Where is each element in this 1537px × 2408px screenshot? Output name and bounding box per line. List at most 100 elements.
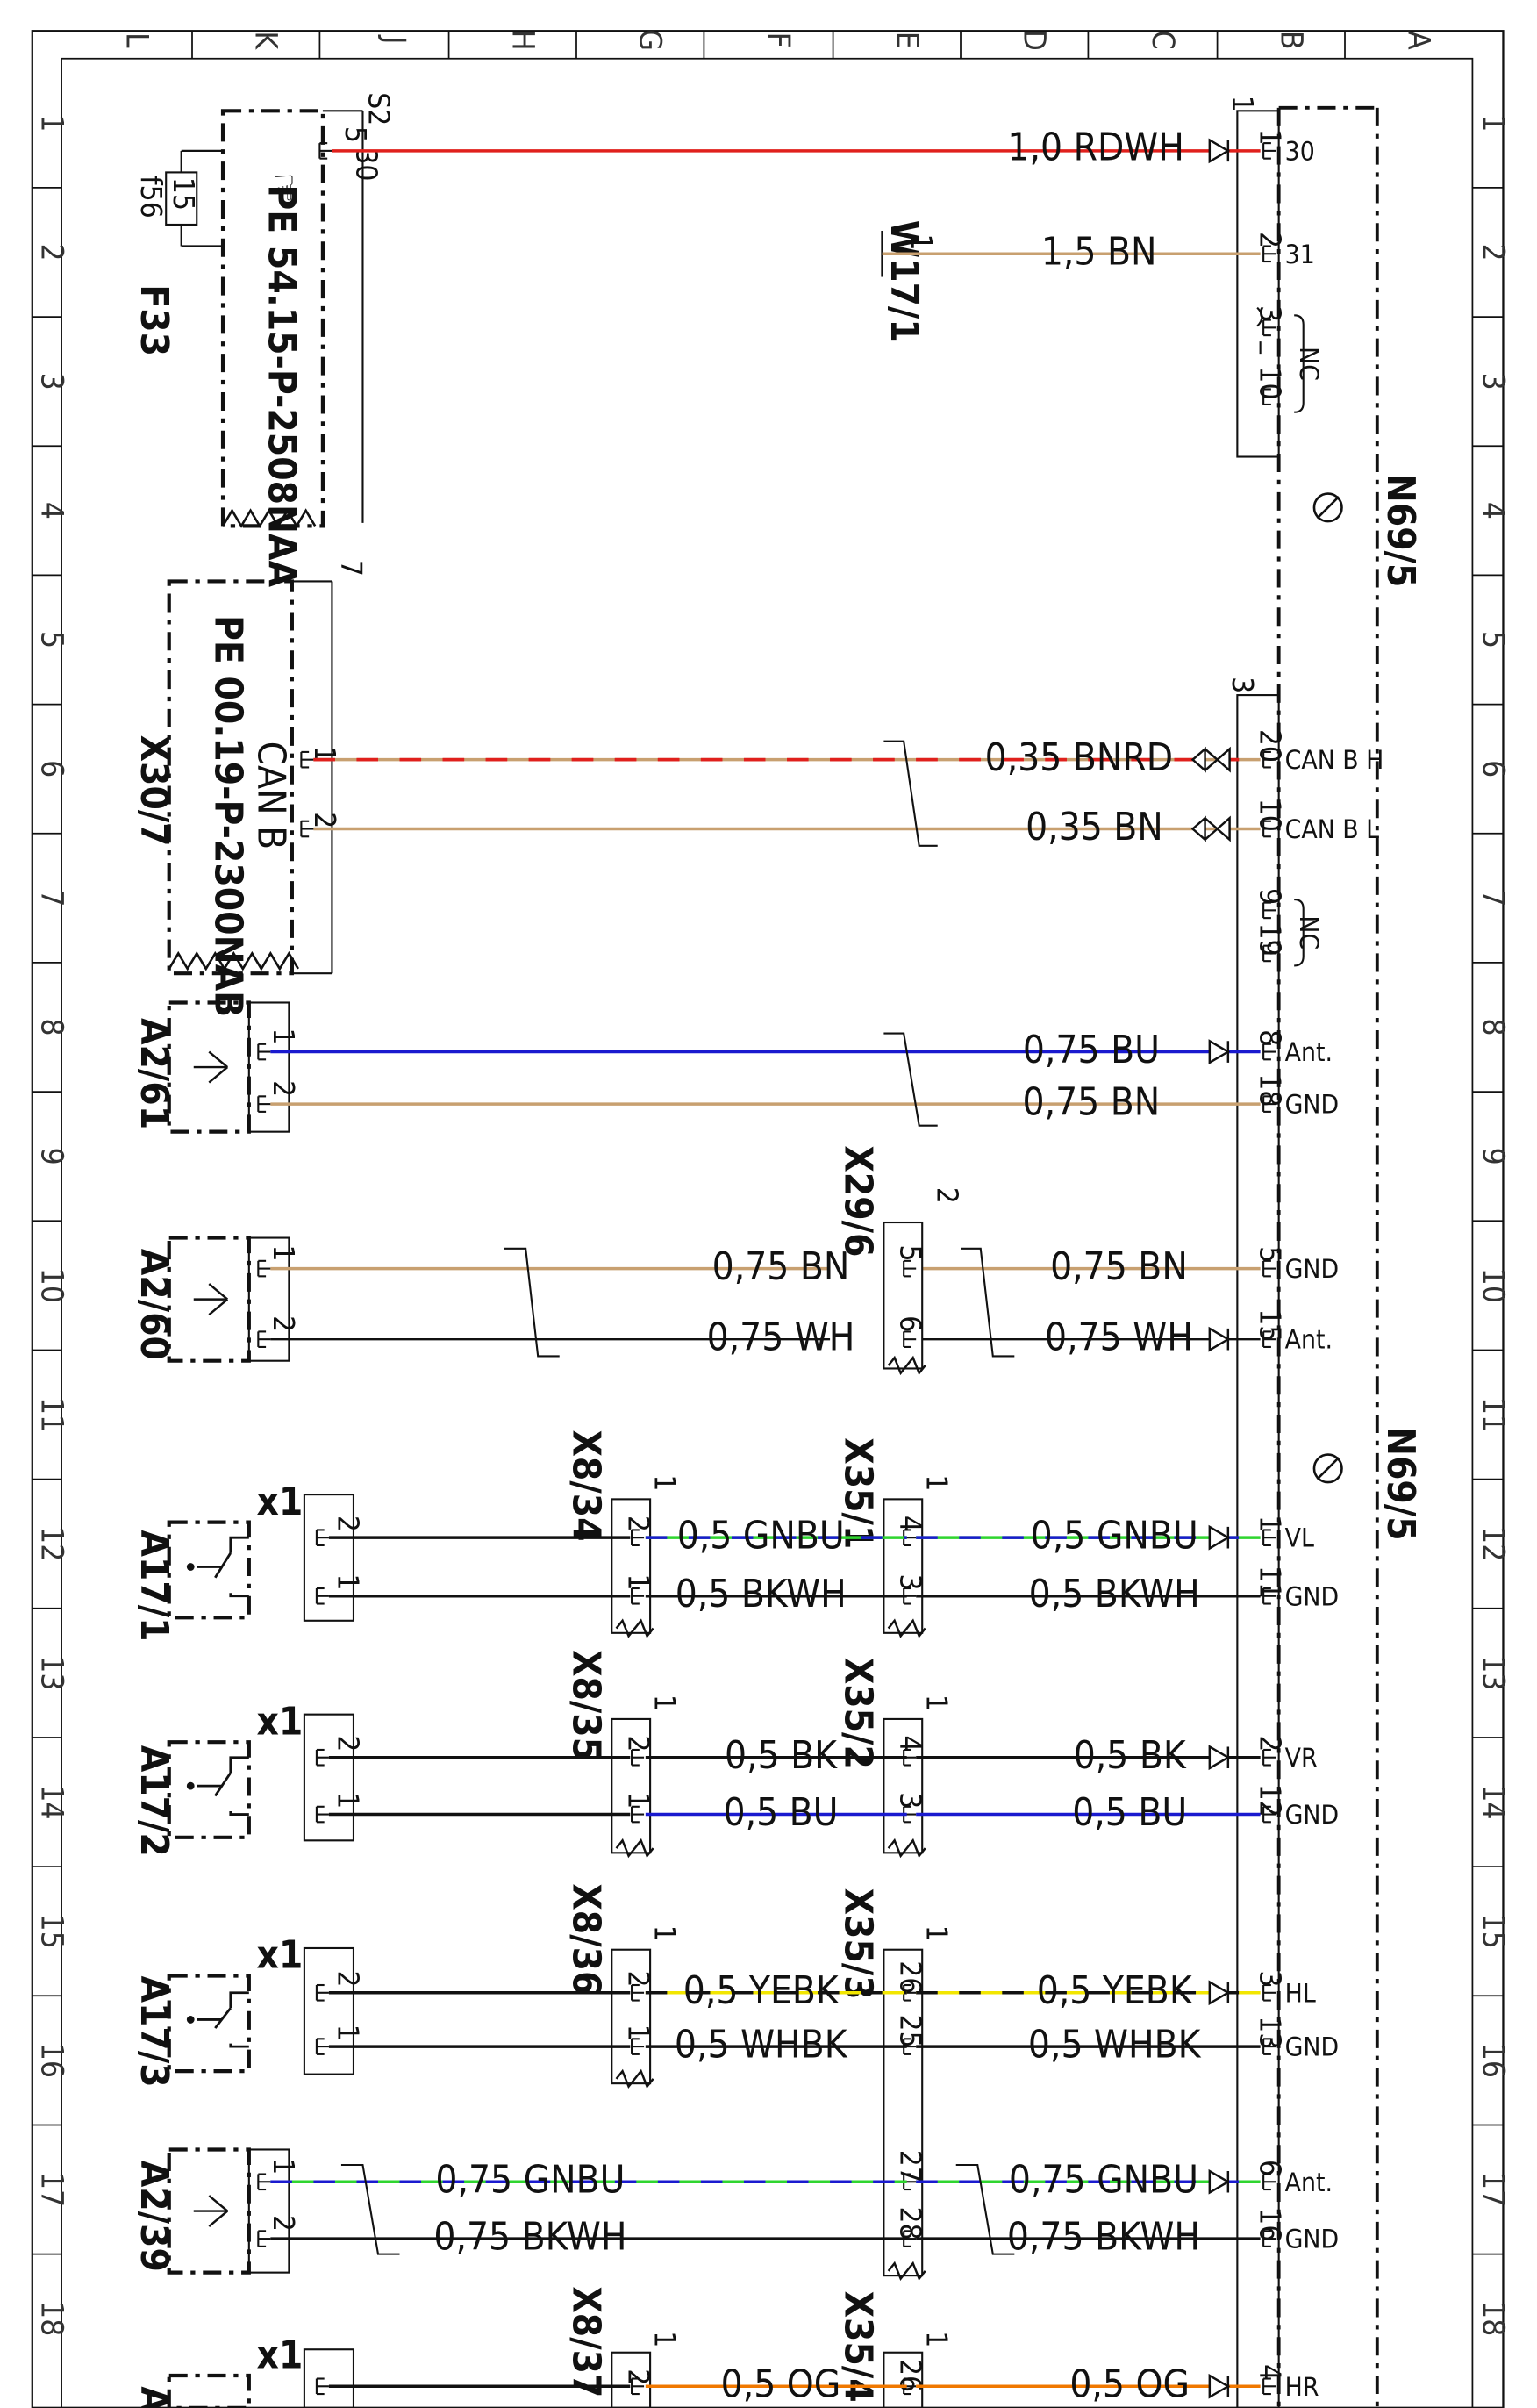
component-label-n69-5: N69/5	[1378, 474, 1423, 588]
n69-signal-name: VR	[1285, 1743, 1318, 1774]
n69-pin-number: 8	[1254, 1029, 1288, 1046]
jumper-icon	[1256, 306, 1263, 355]
column-label: C	[1145, 31, 1181, 50]
n69-pin-number: 2	[1254, 232, 1288, 248]
row-label-left: 17	[33, 2172, 69, 2207]
wire-label: 0,75 WH	[1045, 1315, 1193, 1359]
x1-label: x1	[256, 1933, 303, 1978]
row-label-left: 15	[33, 1914, 69, 1949]
row-label-right: 4	[1476, 502, 1512, 520]
pin-number: 1	[331, 2025, 365, 2041]
s2-label: S2	[361, 92, 396, 125]
twisted-pair-symbol	[883, 1032, 938, 1127]
pin-number: 1	[622, 2025, 656, 2041]
bus-arrow-icon	[1208, 2168, 1231, 2195]
row-label-right: 16	[1476, 2043, 1512, 2078]
row-label-left: 16	[33, 2043, 69, 2078]
twisted-pair-symbol	[883, 740, 938, 847]
row-label-right: 14	[1476, 1784, 1512, 1819]
component-label-switch: A17/3	[132, 1976, 176, 2088]
wire-label: 0,5 BU	[724, 1790, 839, 1835]
pin-number: 2	[267, 1080, 301, 1097]
row-label-left: 18	[33, 2301, 69, 2336]
switch-icon	[186, 2016, 195, 2024]
n69-pin-number: 13	[1254, 2016, 1288, 2049]
component-label-w17-1: W17/1	[882, 220, 926, 343]
satellite-receiver-icon	[1316, 496, 1340, 520]
connector-number: 1	[1226, 96, 1260, 112]
wire-label: 0,75 BKWH	[433, 2214, 626, 2259]
n69-pin-number: 9	[1254, 888, 1288, 905]
column-label: F	[761, 32, 797, 48]
bus-arrow-icon	[1190, 746, 1231, 773]
n69-pin-number: 16	[1254, 2208, 1288, 2241]
row-label-left: 9	[33, 1148, 69, 1165]
break-line	[615, 1838, 654, 1859]
wire-label: 0,5 YEBK	[683, 1968, 840, 2013]
row-label-right: 13	[1476, 1655, 1512, 1690]
pin-number: 5	[894, 1245, 928, 1262]
n69-pin-number: 4	[1254, 2364, 1288, 2381]
wire-label: 0,5 OG	[721, 2362, 841, 2407]
row-label-left: 2	[33, 243, 69, 261]
wire-label: 1,5 BN	[1041, 230, 1157, 275]
n69-pin-number: 1	[1254, 129, 1288, 146]
can-b-label: CAN B	[248, 742, 293, 849]
pin-number: 2	[622, 1735, 656, 1752]
n69-signal-name: 30	[1285, 136, 1315, 167]
pin-number: 25	[894, 2015, 928, 2048]
x1-connector	[303, 1946, 355, 2075]
antenna-icon	[193, 1283, 229, 1316]
wire-label: 0,35 BNRD	[985, 735, 1173, 780]
component-label-inline: X8/35	[563, 1650, 608, 1761]
pin-number: 2	[308, 812, 342, 828]
n69-signal-name: Ant.	[1285, 1037, 1333, 1068]
antenna-connector	[247, 2148, 290, 2274]
row-label-left: 6	[33, 760, 69, 778]
pin-number: 1	[622, 1792, 656, 1809]
pin-number: 4	[894, 1516, 928, 1532]
row-label-right: 8	[1476, 1018, 1512, 1036]
row-label-left: 3	[33, 373, 69, 391]
component-label-inline: X8/34	[563, 1430, 608, 1542]
wire-label: 0,5 WHBK	[675, 2022, 848, 2067]
column-label: E	[889, 32, 925, 49]
connector-number: 3	[1226, 677, 1260, 693]
x1-label: x1	[256, 2333, 303, 2377]
switch-icon	[197, 1756, 249, 1816]
wire-label: 0,75 BN	[712, 1244, 850, 1289]
satellite-receiver-icon	[1312, 492, 1343, 523]
column-label: K	[248, 31, 284, 50]
row-label-left: 14	[33, 1784, 69, 1819]
pin-number: 1	[267, 1245, 301, 1262]
component-label-antenna: A2/61	[132, 1018, 176, 1129]
wire-label: 0,75 BN	[1023, 1079, 1161, 1124]
bus-arrow-icon	[1208, 1326, 1231, 1352]
wire-label: 1,0 RDWH	[1007, 125, 1183, 169]
n69-signal-name: CAN B H	[1285, 745, 1384, 776]
wire-label: 0,75 BN	[1050, 1244, 1188, 1289]
component-label-antenna: A2/39	[132, 2161, 176, 2272]
nc-bracket	[1294, 899, 1305, 967]
bus-arrow-icon	[1208, 1980, 1231, 2006]
pin-number: 27	[894, 2150, 928, 2183]
row-label-right: 1	[1476, 114, 1512, 132]
component-label-inline: X8/36	[563, 1883, 608, 1995]
n69-pin-number: 1	[1254, 1516, 1288, 1532]
row-label-right: 9	[1476, 1148, 1512, 1165]
antenna-connector	[247, 1001, 290, 1133]
twisted-pair-symbol	[961, 1247, 1015, 1358]
row-label-left: 1	[33, 114, 69, 132]
pin-number: 1	[904, 233, 939, 250]
n69-signal-name: HR	[1285, 2372, 1319, 2403]
x1-label: x1	[256, 1699, 303, 1744]
n69-connector-1	[1236, 110, 1280, 458]
pin-number: 2	[331, 1735, 365, 1752]
satellite-receiver-icon	[1316, 1457, 1340, 1480]
n69-pin-number: 6	[1254, 2160, 1288, 2176]
pin-number: 2	[331, 1516, 365, 1532]
f33-module	[220, 109, 325, 528]
component-label-x29-6: X29/6	[836, 1145, 881, 1257]
pin-number: 3	[894, 1792, 928, 1809]
x1-connector	[303, 1713, 355, 1842]
